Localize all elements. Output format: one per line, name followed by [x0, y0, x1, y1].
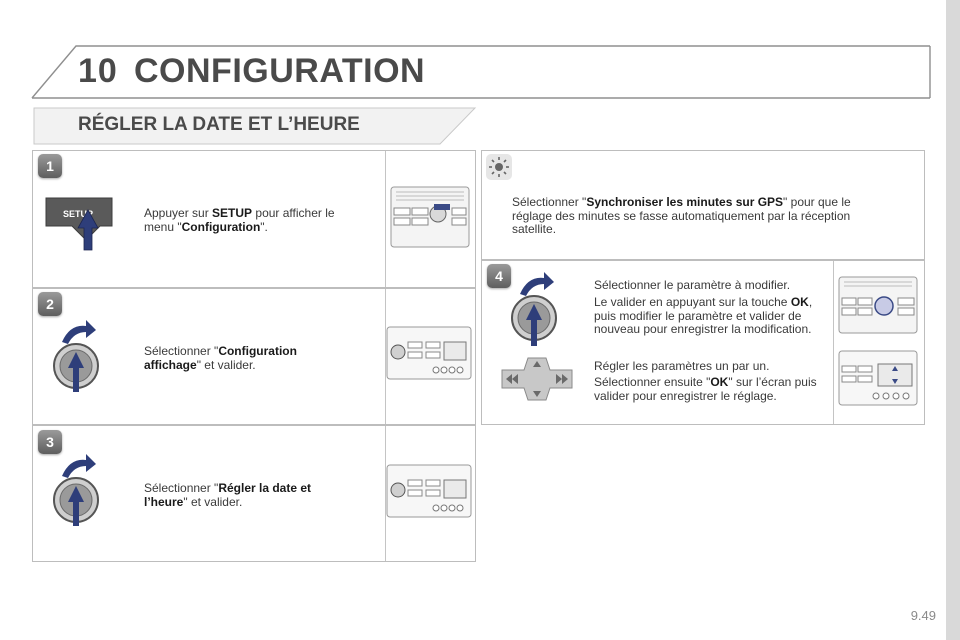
step-2-badge: 2 [38, 292, 62, 316]
step-2-text: Sélectionner "Configuration affichage" e… [144, 344, 297, 372]
direction-pad-icon [501, 357, 573, 401]
rotary-knob-icon [53, 320, 99, 392]
radio-unit-icon [838, 350, 918, 406]
radio-unit-icon [386, 326, 472, 380]
step-3-text: Sélectionner "Régler la date et l’heure"… [144, 481, 312, 509]
rotate-arrow-icon [62, 320, 96, 344]
rotate-arrow-icon [520, 272, 554, 296]
tip-text: Sélectionner "Synchroniser les minutes s… [512, 195, 851, 236]
page-edge-strip [946, 0, 960, 640]
chapter-title: CONFIGURATION [134, 52, 426, 90]
rotate-arrow-icon [62, 454, 96, 478]
page-number: 9.49 [910, 608, 936, 623]
tip-panel [481, 150, 925, 260]
section-header-frame [33, 107, 477, 145]
rotary-knob-icon [53, 454, 99, 526]
step-3-badge: 3 [38, 430, 62, 454]
radio-unit-icon [838, 276, 918, 334]
lightbulb-tip-icon [486, 154, 512, 180]
setup-key-icon: SETUP [45, 197, 113, 251]
chapter-header-frame [31, 45, 931, 99]
section-title: RÉGLER LA DATE ET L’HEURE [78, 114, 360, 135]
step-4-badge: 4 [487, 264, 511, 288]
step-1-text: Appuyer sur SETUP pour afficher le menu … [144, 206, 335, 234]
step-4-instruction-1: Sélectionner le paramètre à modifier. [594, 278, 791, 292]
chapter-number: 10 [78, 52, 118, 90]
setup-key-label: SETUP [63, 209, 93, 219]
step-1-badge: 1 [38, 154, 62, 178]
step-4-instruction-3: Régler les paramètres un par un. [594, 359, 770, 373]
press-arrow-icon [77, 209, 99, 251]
radio-unit-icon [390, 186, 470, 248]
rotary-knob-icon [511, 272, 557, 346]
radio-unit-icon [386, 464, 472, 518]
step-4-instruction-2: Le valider en appuyant sur la touche OK,… [594, 295, 813, 336]
step-4-instruction-4: Sélectionner ensuite "OK" sur l’écran pu… [594, 375, 817, 403]
